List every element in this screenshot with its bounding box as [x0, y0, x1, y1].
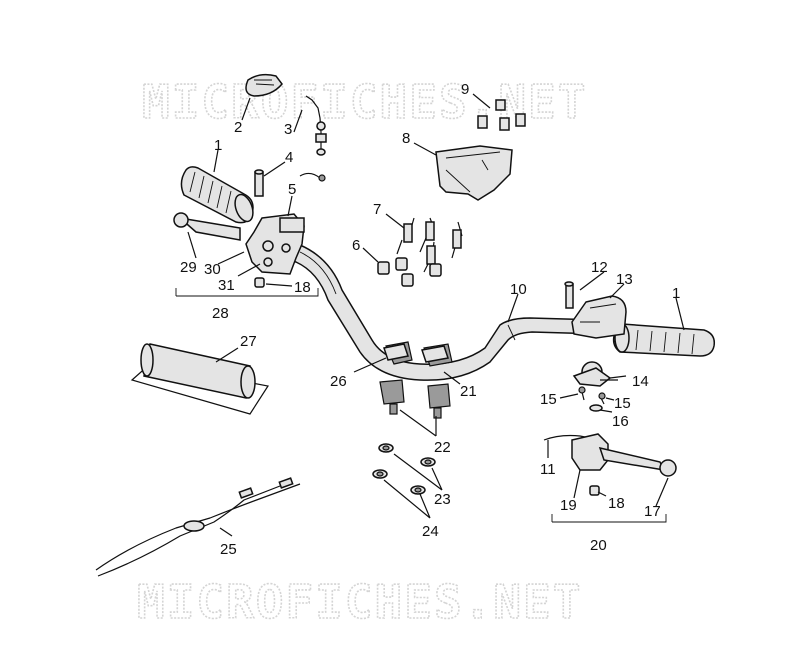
watermark-top: MICROFICHES.NET — [142, 75, 587, 129]
callout-22: 22 — [434, 439, 451, 456]
right-switch-housing — [571, 295, 627, 339]
bushings-6 — [377, 257, 442, 287]
callout-10: 10 — [510, 281, 527, 298]
kill-switch-wire — [299, 95, 327, 182]
callout-29: 29 — [180, 259, 197, 276]
nuts-set-9 — [477, 99, 526, 131]
callout-8: 8 — [402, 130, 410, 147]
upper-clamp — [383, 341, 453, 367]
thumb-throttle — [572, 361, 627, 412]
bolts-7 — [396, 217, 463, 273]
handlebar-pad — [435, 145, 513, 201]
callout-25: 25 — [220, 541, 237, 558]
pin-part — [254, 169, 264, 197]
callout-18-left: 18 — [294, 279, 311, 296]
lower-clamp — [379, 379, 451, 419]
callout-3: 3 — [284, 121, 292, 138]
callout-2: 2 — [234, 119, 242, 136]
washers-23 — [378, 443, 436, 467]
left-control-housing — [173, 212, 305, 275]
callout-28: 28 — [212, 305, 229, 322]
callout-1-left: 1 — [214, 137, 222, 154]
callout-27: 27 — [240, 333, 257, 350]
pin-12 — [564, 281, 574, 309]
nut-18-left — [254, 277, 265, 288]
callout-12: 12 — [591, 259, 608, 276]
crossbar-pad — [130, 343, 269, 415]
callout-23: 23 — [434, 491, 451, 508]
brake-lever-assembly — [543, 433, 677, 496]
callout-30: 30 — [204, 261, 221, 278]
callout-14: 14 — [632, 373, 649, 390]
callout-5: 5 — [288, 181, 296, 198]
callout-31: 31 — [218, 277, 235, 294]
callout-21: 21 — [460, 383, 477, 400]
callout-24: 24 — [422, 523, 439, 540]
throttle-cable — [95, 477, 301, 577]
callout-4: 4 — [285, 149, 293, 166]
callout-15-left: 15 — [540, 391, 557, 408]
callout-15-right: 15 — [614, 395, 631, 412]
callout-13: 13 — [616, 271, 633, 288]
callout-6: 6 — [352, 237, 360, 254]
callout-7: 7 — [373, 201, 381, 218]
callout-9: 9 — [461, 81, 469, 98]
callout-18-right: 18 — [608, 495, 625, 512]
callout-19: 19 — [560, 497, 577, 514]
watermark-bottom: MICROFICHES.NET — [137, 575, 582, 629]
cover-part — [245, 73, 283, 97]
callout-1-right: 1 — [672, 285, 680, 302]
leader-lines — [175, 93, 685, 537]
nuts-24 — [372, 469, 426, 495]
callout-16: 16 — [612, 413, 629, 430]
callout-20: 20 — [590, 537, 607, 554]
callout-labels: 1 1 2 3 4 5 6 7 8 9 10 11 12 13 14 15 15… — [180, 81, 680, 558]
right-grip — [612, 323, 716, 357]
left-grip — [180, 166, 254, 224]
callout-11: 11 — [540, 461, 556, 478]
callout-17: 17 — [644, 503, 661, 520]
callout-26: 26 — [330, 373, 347, 390]
